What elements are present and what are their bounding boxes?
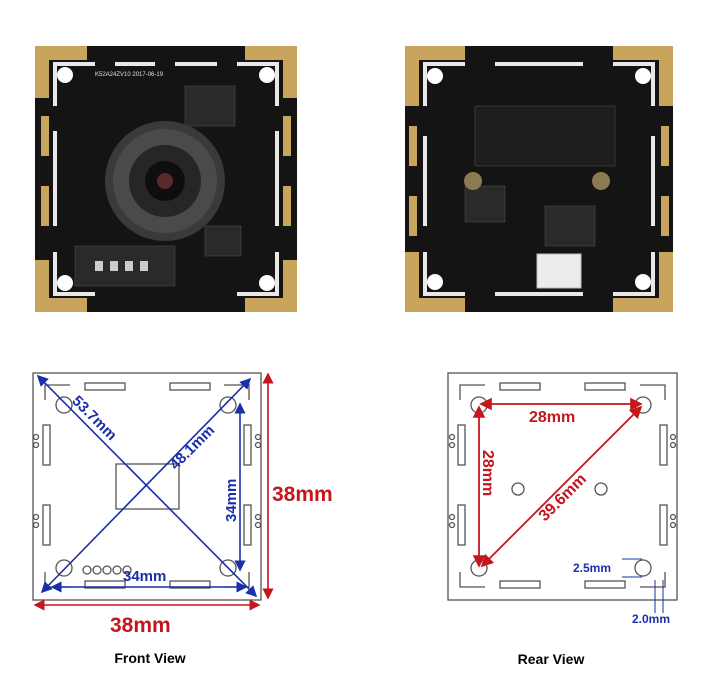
front-diagonal-right-label: 48.1mm [167,422,219,474]
front-height-label: 38mm [272,483,333,506]
rear-edge-offset-label: 2.0mm [632,612,670,626]
front-hole-horizontal-label: 34mm [123,568,166,585]
board-marking: K52A24ZV10 2017-06-19 [95,72,164,78]
rear-diagonal-label: 39.6mm [536,471,590,525]
front-board-photo: K52A24ZV10 2017-06-19 [35,46,297,312]
front-width-label: 38mm [110,614,171,637]
rear-diagonal-line [480,405,643,568]
front-view-caption: Front View [114,650,186,666]
rear-hole-vertical-label: 28mm [479,450,496,496]
front-diagonal-left-label: 53.7mm [68,392,120,444]
rear-view-caption: Rear View [517,651,585,667]
front-hole-vertical-label: 34mm [223,479,240,522]
front-diagonal-b-line [40,377,252,594]
rear-hole-diameter-label: 2.5mm [573,561,611,575]
rear-hole-horizontal-label: 28mm [529,409,575,426]
rear-board-photo [405,46,673,312]
